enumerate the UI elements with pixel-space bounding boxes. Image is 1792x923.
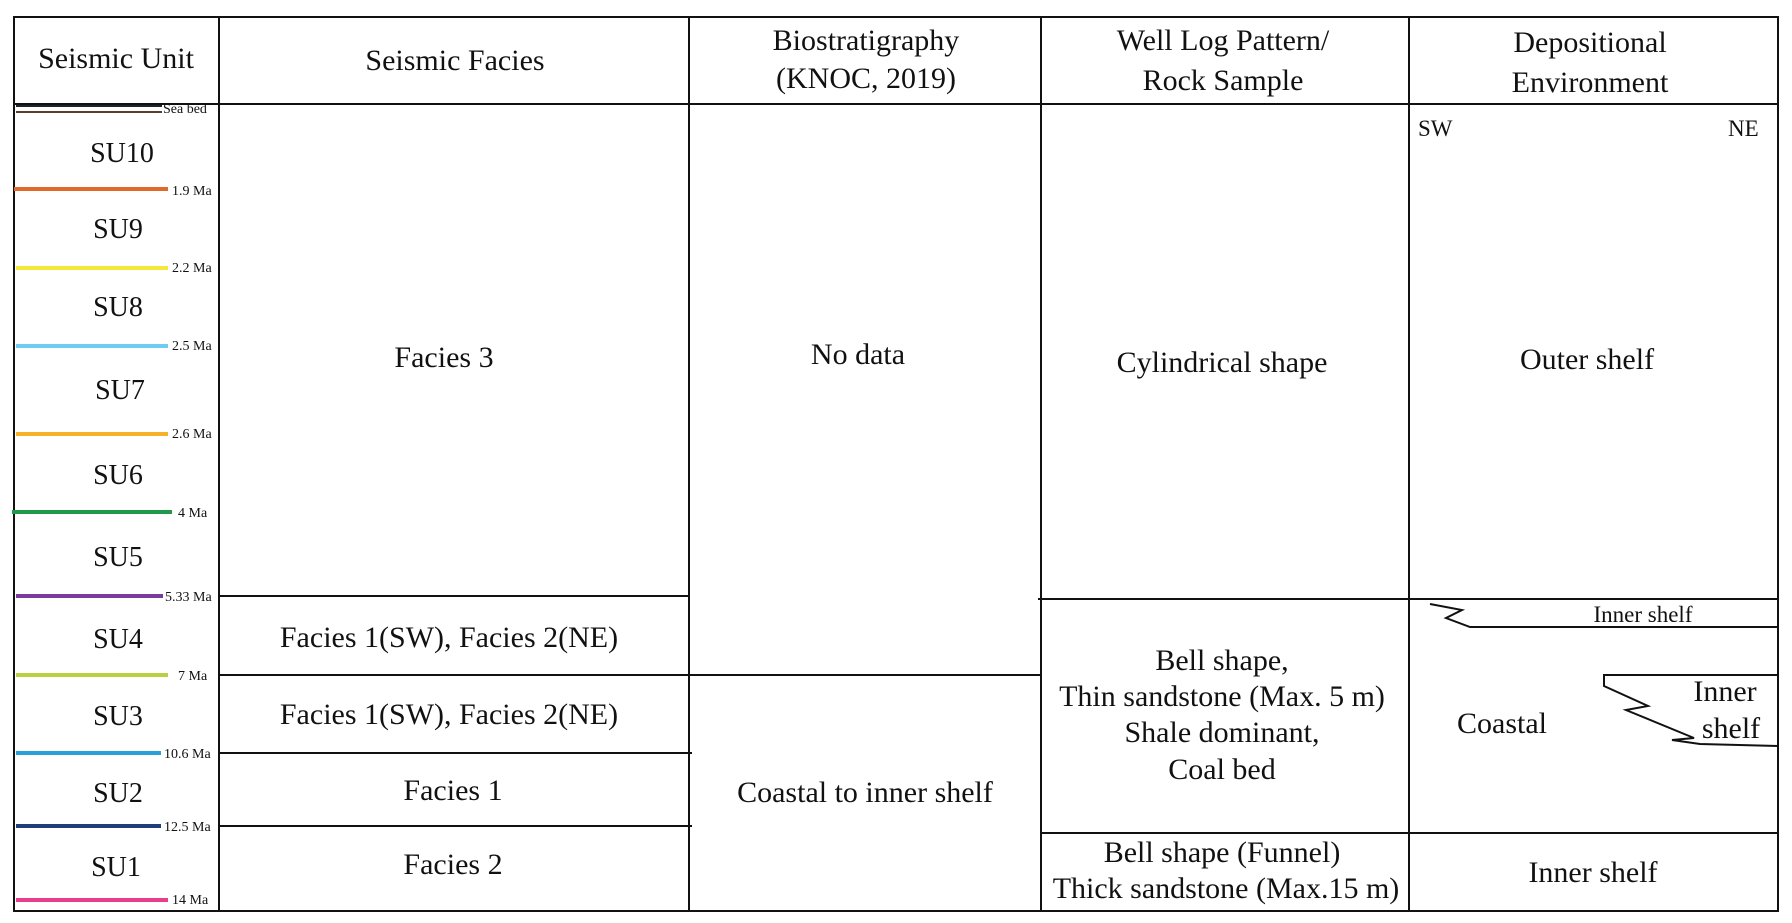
env-inner-shelf-bottom: Inner shelf [1528,856,1657,889]
seabed-label: Sea bed [163,102,207,117]
table-grid [13,16,1779,912]
welllog-lower-line1: Bell shape (Funnel) [1104,836,1341,869]
facies-su3: Facies 1(SW), Facies 2(NE) [280,698,618,731]
unit-label-su5: SU5 [93,542,143,573]
welllog-middle-line2: Thin sandstone (Max. 5 m) [1059,680,1385,713]
unit-horizons: 1.9 Ma 2.2 Ma 2.5 Ma 2.6 Ma 4 Ma 5.33 Ma… [12,184,212,908]
seabed-horizon: Sea bed [16,102,207,117]
biostrat-lower: Coastal to inner shelf [737,776,993,809]
age-su7: 2.6 Ma [172,427,212,442]
age-su8: 2.5 Ma [172,339,212,354]
biostrat-upper: No data [811,338,905,371]
unit-label-su6: SU6 [93,460,143,491]
age-su9: 2.2 Ma [172,261,212,276]
depositional-column: SW NE Outer shelf Inner shelf Coastal In… [1418,116,1779,889]
welllog-upper: Cylindrical shape [1117,346,1328,379]
facies-su1: Facies 2 [403,848,502,881]
env-outer-shelf: Outer shelf [1520,343,1654,376]
facies-su5-10: Facies 3 [394,341,493,374]
direction-sw: SW [1418,116,1453,141]
header-seismic-unit: Seismic Unit [38,42,194,75]
welllog-lower-line2: Thick sandstone (Max.15 m) [1053,872,1400,905]
age-su3: 10.6 Ma [164,747,211,762]
unit-label-su8: SU8 [93,292,143,323]
interfinger-top [1429,603,1778,628]
env-inner-right-line2: shelf [1702,712,1760,745]
unit-label-su3: SU3 [93,701,143,732]
header-seismic-facies: Seismic Facies [365,44,544,77]
welllog-middle-line3: Shale dominant, [1125,716,1320,749]
facies-su2: Facies 1 [403,774,502,807]
age-su4: 7 Ma [178,669,208,684]
seismic-facies-column: Facies 3 Facies 1(SW), Facies 2(NE) Faci… [280,341,618,881]
well-log-column: Cylindrical shape Bell shape, Thin sands… [1053,346,1400,905]
header-biostratigraphy-line2: (KNOC, 2019) [776,62,956,95]
age-su10: 1.9 Ma [172,184,212,199]
header-biostratigraphy-line1: Biostratigraphy [773,24,960,57]
biostratigraphy-column: No data Coastal to inner shelf [737,338,993,809]
header-depositional-line1: Depositional [1513,26,1666,59]
seismic-unit-labels: SU10 SU9 SU8 SU7 SU6 SU5 SU4 SU3 SU2 SU1 [90,138,154,883]
unit-label-su10: SU10 [90,138,154,169]
facies-su4: Facies 1(SW), Facies 2(NE) [280,621,618,654]
env-coastal: Coastal [1457,707,1547,740]
header-depositional-line2: Environment [1512,66,1669,99]
unit-label-su1: SU1 [91,852,141,883]
header-well-log-line1: Well Log Pattern/ [1117,24,1330,57]
unit-label-su4: SU4 [93,624,143,655]
age-su5: 5.33 Ma [165,590,212,605]
header-well-log-line2: Rock Sample [1143,64,1304,97]
unit-label-su9: SU9 [93,214,143,245]
interfinger-right [1603,674,1779,747]
unit-label-su7: SU7 [95,375,145,406]
welllog-middle-line1: Bell shape, [1155,644,1288,677]
welllog-middle-line4: Coal bed [1168,753,1275,786]
env-inner-right-line1: Inner [1693,675,1756,708]
direction-ne: NE [1728,116,1759,141]
age-su6: 4 Ma [178,506,208,521]
env-inner-shelf-top: Inner shelf [1594,602,1693,627]
unit-label-su2: SU2 [93,778,143,809]
age-su1: 14 Ma [172,893,209,908]
age-su2: 12.5 Ma [164,820,211,835]
table-header: Seismic Unit Seismic Facies Biostratigra… [38,24,1669,99]
